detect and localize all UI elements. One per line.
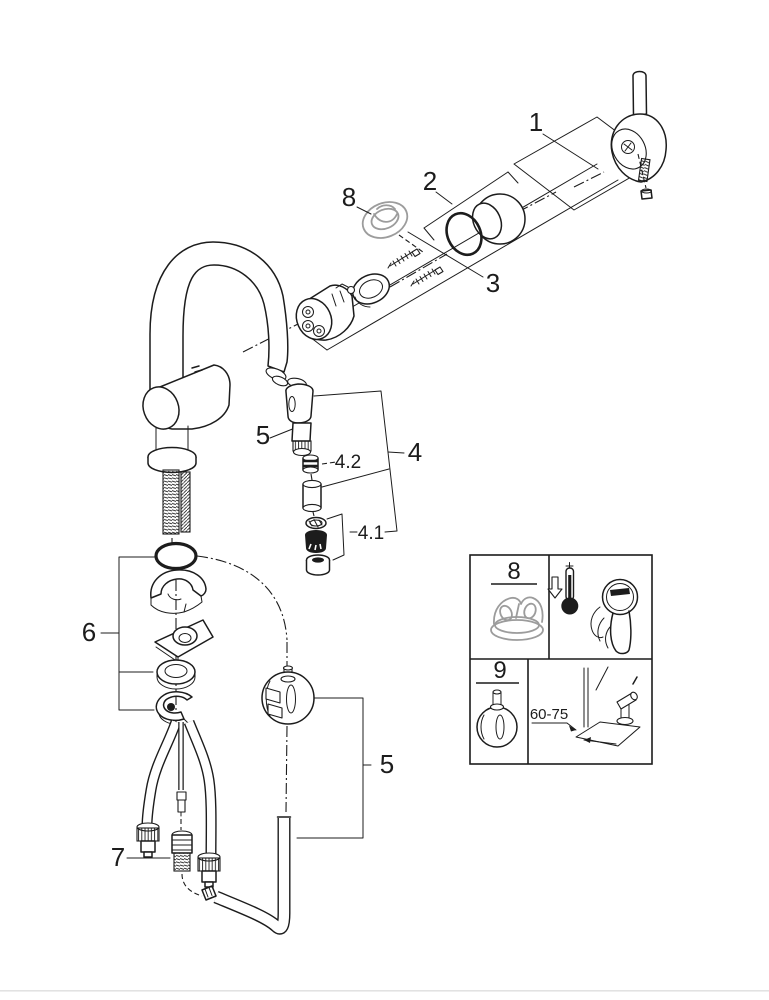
callout-1-label: 1 (529, 107, 543, 137)
pullout-hose (201, 816, 292, 935)
callout-4-1-label: 4.1 (358, 523, 384, 544)
horseshoe-plate (150, 569, 207, 614)
triangle-bracket (154, 619, 214, 663)
callout-5-spray-label: 5 (256, 420, 270, 450)
hose-callout-bracket (296, 697, 372, 839)
spacer-washer (156, 659, 196, 690)
spray-head (285, 377, 314, 457)
handle-assembly (610, 70, 667, 200)
inset-8-label: 8 (507, 558, 520, 585)
c-clip (155, 691, 193, 725)
aerator-parts-4-1 (305, 516, 331, 576)
mini-faucet (616, 676, 638, 726)
pullout-hose-fitting (201, 885, 217, 901)
callout-6-label: 6 (82, 617, 96, 647)
inset-9-label: 9 (493, 657, 506, 684)
thermometer-down-icon (547, 562, 579, 615)
under-sink-installation-icon (531, 666, 641, 747)
hose-nut (136, 822, 160, 858)
inset-9-measurement: 60-75 (530, 706, 568, 723)
cartridge-group (295, 248, 444, 341)
check-valve (302, 479, 322, 513)
page-footer-rule (0, 990, 769, 992)
inset-boxes: 8 9 (469, 554, 653, 765)
cap-and-oring (445, 193, 526, 257)
hand-on-lever-icon (590, 578, 639, 655)
insert-4-2 (302, 454, 319, 474)
callout-7-label: 7 (111, 842, 125, 872)
callout-5-hose-label: 5 (380, 749, 394, 779)
mounting-hardware (100, 541, 214, 725)
supply-hoses (126, 719, 221, 897)
callout-3-label: 3 (486, 268, 500, 298)
temperature-limiter-icon (490, 596, 544, 641)
callout-4-2-label: 4.2 (335, 452, 361, 473)
callout-8-label: 8 (342, 182, 356, 212)
callout-2-label: 2 (423, 166, 437, 196)
spray-head-group (269, 377, 405, 576)
connector-7 (171, 830, 203, 897)
handle-set-screw (637, 157, 651, 183)
seal-ring-grey (356, 201, 409, 239)
hose-weight-icon (476, 689, 518, 748)
cartridge (295, 283, 356, 341)
faucet-body (142, 241, 289, 548)
assembly-axis-dashdot (242, 171, 605, 353)
hose-weight-ball (196, 555, 315, 813)
cartridge-screw (387, 248, 421, 269)
retaining-ring (351, 273, 391, 308)
hose-nut (197, 852, 221, 888)
callout-4-label: 4 (408, 437, 422, 467)
cartridge-screw (410, 266, 444, 287)
